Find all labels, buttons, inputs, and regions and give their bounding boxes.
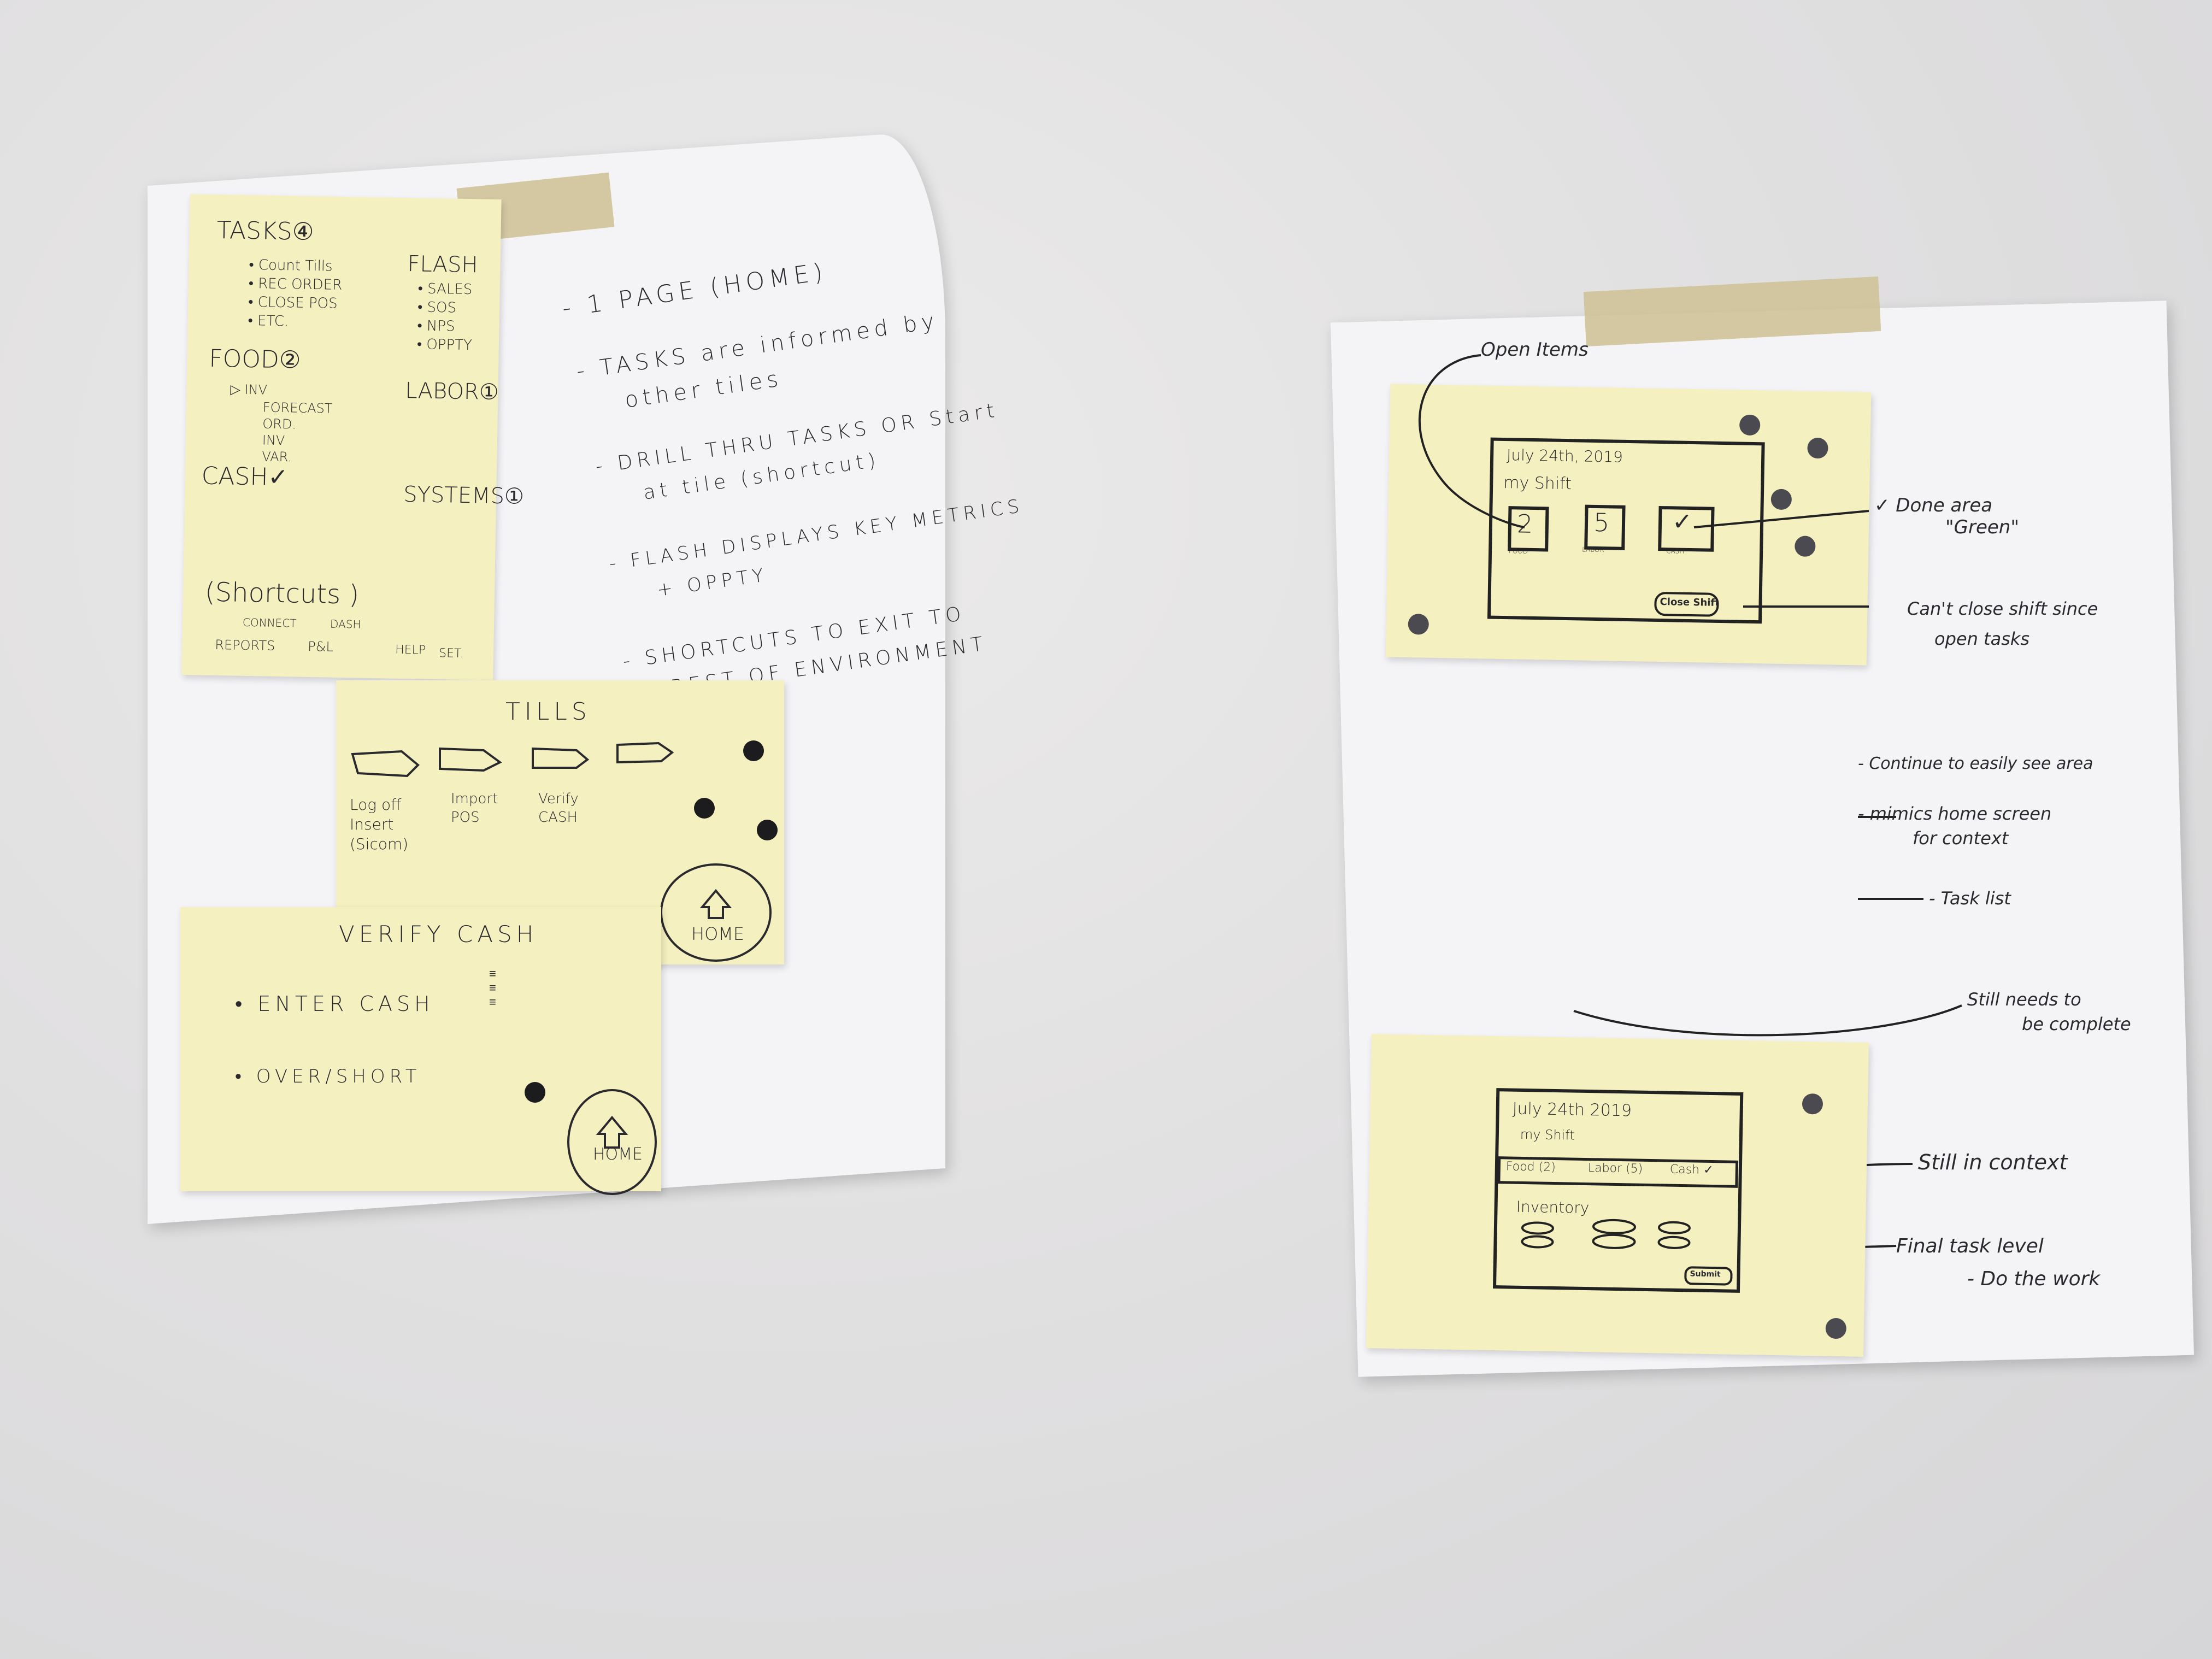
annotation: - Continue to easily see area [1858,754,2093,773]
tills-step: Import POS [451,791,498,826]
sticker-dot [743,740,764,761]
tills-step: Log off Insert (Sicom) [350,796,409,853]
annotation: Still needs to [1967,989,2081,1010]
annotation: Open Items [1481,339,1589,361]
annotation: Final task level [1896,1235,2044,1257]
annotation: - mimics home screen [1858,803,2052,824]
home-circle [567,1089,657,1195]
verify-cash-title: VERIFY CASH [339,921,538,948]
section-title: Inventory [1516,1197,1590,1217]
annotation: ✓ Done area [1874,495,1993,516]
home-label: HOME [593,1145,643,1164]
annotation: Still in context [1918,1150,2068,1174]
verify-cash-item: • OVER/SHORT [235,1066,421,1087]
annotation: be complete [2022,1014,2131,1034]
screen-shift: my Shift [1520,1126,1575,1143]
home-arrow-icon [596,1115,628,1149]
task-detail-sticky-note: July 24th 2019 my Shift Food (2) Labor (… [1366,1034,1869,1357]
home-arrow-icon [699,889,732,919]
tab-food[interactable]: Food (2) [1505,1160,1556,1175]
tills-step: Verify CASH [538,791,579,826]
sticker-dot [694,798,715,819]
tills-title: TILLS [505,698,591,726]
annotation: "Green" [1945,516,2019,538]
screen-date: July 24th 2019 [1512,1099,1632,1121]
verify-cash-sticky-note: VERIFY CASH • ENTER CASH • OVER/SHORT ≡≡… [180,907,661,1195]
sticker-dot [525,1082,545,1103]
sticker-dot [1802,1093,1823,1115]
home-label: HOME [691,923,745,944]
submit-button[interactable]: Submit [1684,1266,1733,1286]
sticker-dot [757,820,778,840]
annotation: - Task list [1929,888,2011,909]
sticker-dot [1825,1317,1847,1339]
tills-step-arrows [351,742,674,778]
home-circle [660,863,772,962]
verify-cash-item: • ENTER CASH [235,992,434,1016]
vertical-mark: ≡≡≡ [489,967,496,1009]
inventory-item-icons [1521,1219,1691,1249]
annotation: - Do the work [1967,1268,2101,1290]
annotation: open tasks [1934,628,2030,649]
annotation: for context [1913,828,2009,849]
tab-labor[interactable]: Labor (5) [1587,1161,1643,1176]
annotation: Can't close shift since [1907,598,2098,619]
tab-cash[interactable]: Cash ✓ [1669,1162,1714,1178]
